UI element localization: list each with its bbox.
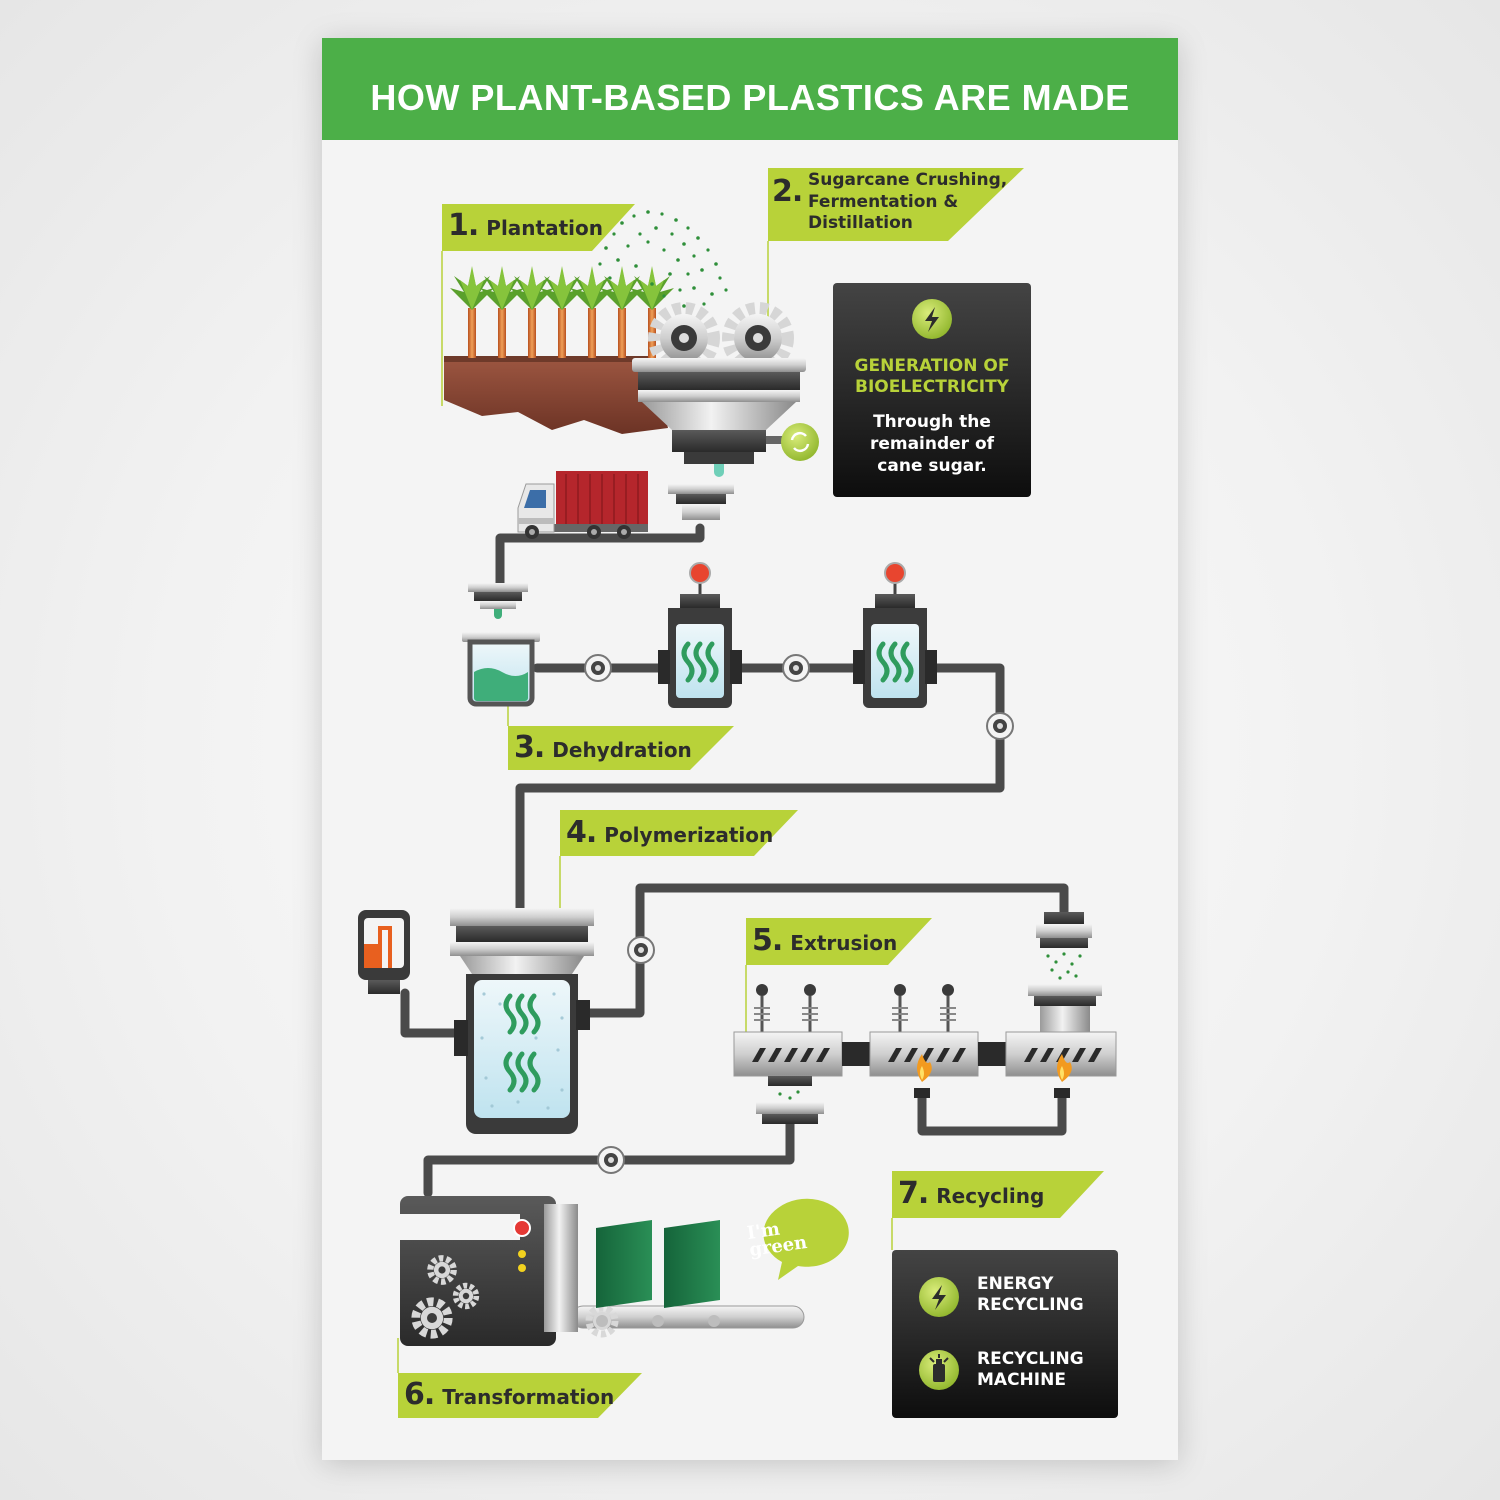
step-1-label: 1. Plantation	[448, 208, 603, 243]
poster-title: HOW PLANT-BASED PLASTICS ARE MADE	[370, 77, 1130, 118]
energy-recycling-label: ENERGY RECYCLING	[977, 1274, 1084, 1316]
step-7-label: 7. Recycling	[898, 1176, 1044, 1211]
step-title-line: Fermentation &	[808, 191, 959, 212]
bioelectricity-panel: GENERATION OF BIOELECTRICITY Through the…	[833, 283, 1031, 497]
label-line: ENERGY	[977, 1274, 1054, 1294]
heading-line: BIOELECTRICITY	[855, 377, 1009, 397]
title-banner: HOW PLANT-BASED PLASTICS ARE MADE	[322, 38, 1178, 140]
pipe-valve	[986, 712, 1014, 740]
heading-line: GENERATION OF	[854, 356, 1010, 376]
extrusion-hopper	[1028, 912, 1102, 1032]
step-title: Polymerization	[604, 823, 774, 847]
molding-machine	[400, 1196, 805, 1346]
bubble-text: I'm green	[746, 1217, 809, 1261]
step-2-number: 2.	[772, 174, 810, 209]
pipe-valve	[597, 1146, 625, 1174]
plantation-field	[444, 266, 674, 434]
label-banners	[397, 168, 1104, 1418]
step-title: Recycling	[936, 1184, 1045, 1208]
description-line: remainder of	[869, 434, 995, 454]
step-2-label: Sugarcane Crushing, Fermentation & Disti…	[808, 170, 1007, 235]
bioelectricity-graphic	[912, 299, 952, 339]
step-number: 2.	[772, 174, 803, 209]
recycling-machine-icon	[919, 1350, 959, 1390]
pipe-valve	[627, 936, 655, 964]
distillation-tank-1	[658, 562, 742, 708]
lightning-bolt-icon	[919, 1277, 959, 1317]
sugarcane-crusher	[632, 302, 819, 520]
speech-bubble	[763, 1198, 849, 1280]
extruder-barrel	[733, 982, 1117, 1124]
temperature-gauge	[358, 910, 410, 994]
step-number: 3.	[514, 730, 545, 765]
label-line: RECYCLING	[977, 1295, 1084, 1315]
step-title-line: Sugarcane Crushing,	[808, 170, 1008, 190]
pipe-valve	[584, 654, 612, 682]
delivery-truck	[517, 471, 648, 539]
step-title: Transformation	[442, 1385, 615, 1409]
pipe-valve	[782, 654, 810, 682]
step-title: Extrusion	[790, 931, 898, 955]
step-3-label: 3. Dehydration	[514, 730, 692, 765]
process-diagram	[358, 168, 1117, 1418]
step-number: 5.	[752, 923, 783, 958]
step-number: 6.	[404, 1377, 435, 1412]
recycling-graphic	[919, 1277, 959, 1390]
step-title: Dehydration	[552, 738, 692, 762]
distillation-tank-2	[853, 562, 937, 708]
bioelectricity-description: Through the remainder of cane sugar.	[833, 411, 1031, 477]
step-4-label: 4. Polymerization	[566, 815, 773, 850]
recycling-panel: ENERGY RECYCLING RECYCLING MACHINE	[892, 1250, 1118, 1418]
label-line: MACHINE	[977, 1370, 1066, 1390]
description-line: Through the	[873, 412, 991, 432]
recycling-machine-label: RECYCLING MACHINE	[977, 1349, 1084, 1391]
step-title: Plantation	[486, 216, 603, 240]
infographic-poster: HOW PLANT-BASED PLASTICS ARE MADE	[322, 38, 1178, 1460]
lightning-bolt-icon	[912, 299, 952, 339]
step-6-label: 6. Transformation	[404, 1377, 614, 1412]
label-line: RECYCLING	[977, 1349, 1084, 1369]
step-5-label: 5. Extrusion	[752, 923, 897, 958]
description-line: cane sugar.	[877, 456, 987, 476]
step-number: 4.	[566, 815, 597, 850]
step-number: 1.	[448, 208, 479, 243]
polymerization-reactor	[450, 908, 594, 1134]
sugar-particles	[598, 210, 728, 308]
bioelectricity-heading: GENERATION OF BIOELECTRICITY	[833, 356, 1031, 398]
step-title-line: Distillation	[808, 213, 913, 233]
step-number: 7.	[898, 1176, 929, 1211]
dehydration-unit	[462, 583, 540, 707]
